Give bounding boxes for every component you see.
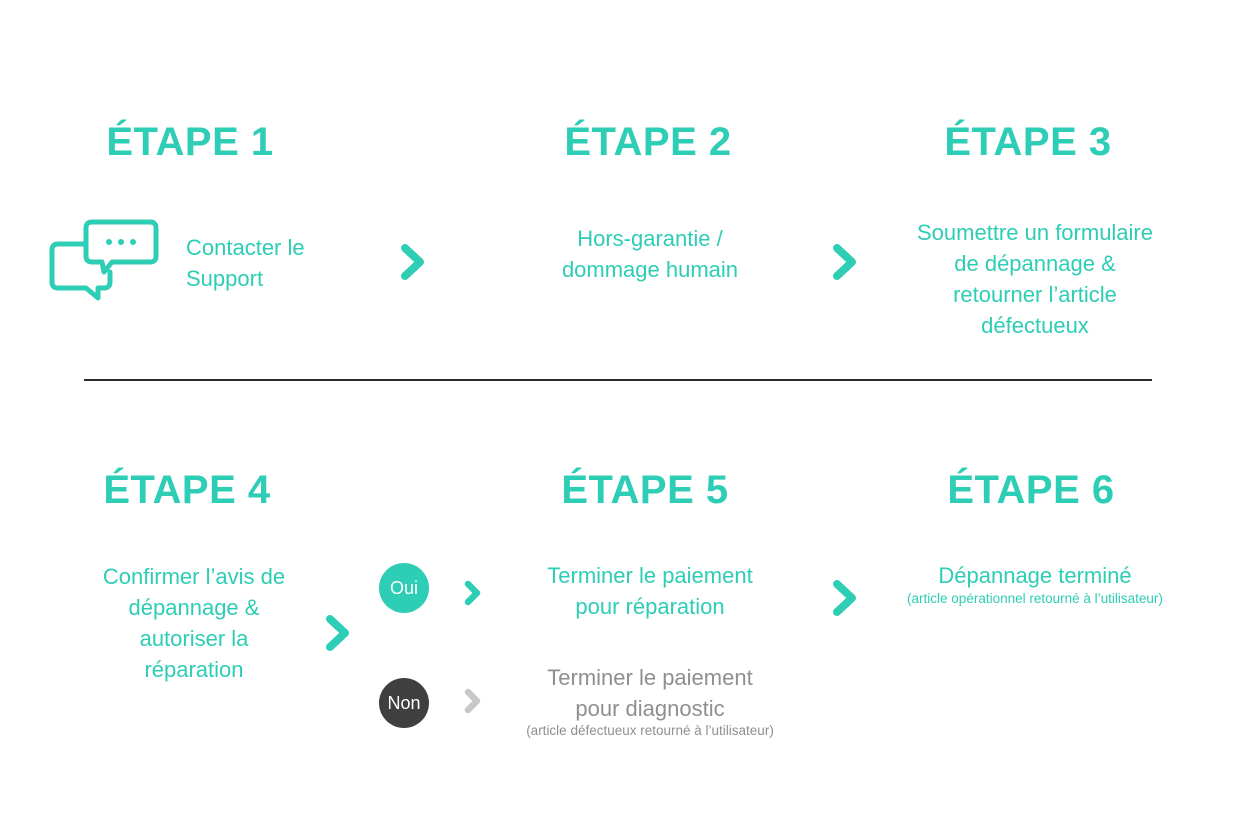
step-5-no-line-2: pour diagnostic <box>575 696 725 721</box>
step-3-description: Soumettre un formulaire de dépannage & r… <box>880 217 1190 341</box>
step-5-no-description: Terminer le paiement pour diagnostic <box>500 662 800 724</box>
section-divider <box>84 379 1152 381</box>
step-4-title: ÉTAPE 4 <box>103 468 271 512</box>
step-3-title: ÉTAPE 3 <box>944 120 1112 164</box>
step-5-yes-description: Terminer le paiement pour réparation <box>500 560 800 622</box>
step-4-line-3: autoriser la <box>139 626 249 651</box>
step-2-line-1: Hors-garantie / <box>577 226 723 251</box>
step-5-no-note: (article défectueux retourné à l’utilisa… <box>526 723 774 738</box>
step-4-line-2: dépannage & <box>128 595 260 620</box>
step-2-title: ÉTAPE 2 <box>564 120 732 164</box>
step-6-description: Dépannage terminé <box>938 563 1132 588</box>
step-6-note: (article opérationnel retourné à l’utili… <box>907 591 1163 606</box>
step-3-line-4: défectueux <box>981 313 1089 338</box>
step-3-line-3: retourner l’article <box>953 282 1117 307</box>
step-2-description: Hors-garantie / dommage humain <box>500 223 800 285</box>
step-2-line-2: dommage humain <box>561 257 739 282</box>
step-1-line-2: Support <box>186 266 264 291</box>
step-5-no-line-1: Terminer le paiement <box>547 665 753 690</box>
step-5-title: ÉTAPE 5 <box>561 468 729 512</box>
step-3-line-1: Soumettre un formulaire <box>917 220 1153 245</box>
step-1-line-1: Contacter le <box>186 235 305 260</box>
step-3-line-2: de dépannage & <box>954 251 1116 276</box>
chevron-right-icon <box>462 578 484 613</box>
chevron-right-icon <box>323 612 353 659</box>
chevron-right-icon <box>830 577 860 624</box>
yes-badge: Oui <box>379 563 429 613</box>
chevron-right-icon <box>462 686 484 721</box>
step-4-description: Confirmer l’avis de dépannage & autorise… <box>44 561 344 685</box>
step-5-yes-line-1: Terminer le paiement <box>547 563 753 588</box>
step-1-description: Contacter le Support <box>186 232 386 294</box>
step-6-title: ÉTAPE 6 <box>947 468 1115 512</box>
step-5-yes-line-2: pour réparation <box>575 594 725 619</box>
step-4-line-4: réparation <box>144 657 244 682</box>
step-4-line-1: Confirmer l’avis de <box>102 564 286 589</box>
step-1-title: ÉTAPE 1 <box>106 120 274 164</box>
chat-bubbles-icon <box>48 218 160 302</box>
chevron-right-icon <box>398 241 428 288</box>
chevron-right-icon <box>830 241 860 288</box>
no-badge: Non <box>379 678 429 728</box>
